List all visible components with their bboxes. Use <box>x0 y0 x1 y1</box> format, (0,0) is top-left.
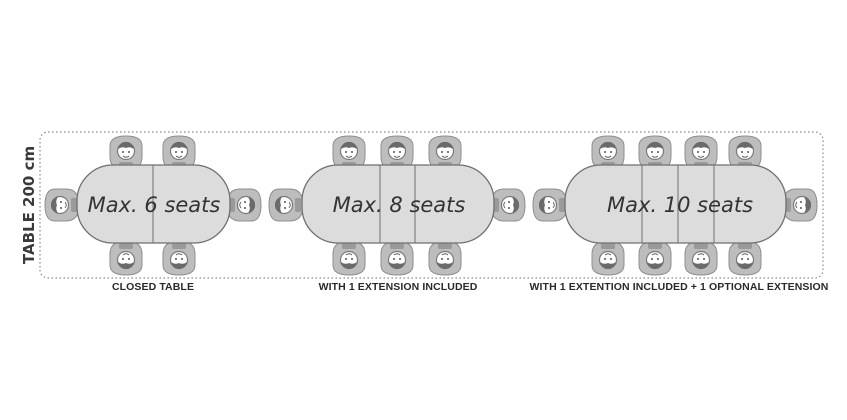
chair-right <box>226 188 262 222</box>
table-top <box>564 164 787 244</box>
chair-bottom <box>332 240 366 276</box>
config-caption: WITH 1 EXTENTION INCLUDED + 1 OPTIONAL E… <box>530 281 829 293</box>
chair-bottom <box>380 240 414 276</box>
config-one-extension: Max. 8 seats WITH 1 EXTENSION INCLUDED <box>268 135 526 293</box>
table-top <box>301 164 495 244</box>
chair-bottom <box>162 240 196 276</box>
config-caption: WITH 1 EXTENSION INCLUDED <box>319 281 478 293</box>
seats-label: Max. 8 seats <box>333 193 466 217</box>
seats-label: Max. 6 seats <box>88 193 221 217</box>
dotted-outline <box>39 131 824 279</box>
chair-bottom <box>591 240 625 276</box>
chair-bottom <box>728 240 762 276</box>
config-closed-table: Max. 6 seats CLOSED TABLE <box>44 135 262 293</box>
chair-bottom <box>109 240 143 276</box>
chair-right <box>490 188 526 222</box>
config-caption: CLOSED TABLE <box>112 281 194 293</box>
chair-bottom <box>638 240 672 276</box>
table-size-label: TABLE 200 cm <box>20 146 38 264</box>
chair-left <box>268 188 304 222</box>
chair-bottom <box>684 240 718 276</box>
seats-label: Max. 10 seats <box>607 193 753 217</box>
chair-left <box>44 188 80 222</box>
chair-right <box>782 188 818 222</box>
config-two-extensions: Max. 10 seats WITH 1 EXTENTION INCLUDED … <box>530 135 829 293</box>
chair-left <box>532 188 568 222</box>
chair-bottom <box>428 240 462 276</box>
